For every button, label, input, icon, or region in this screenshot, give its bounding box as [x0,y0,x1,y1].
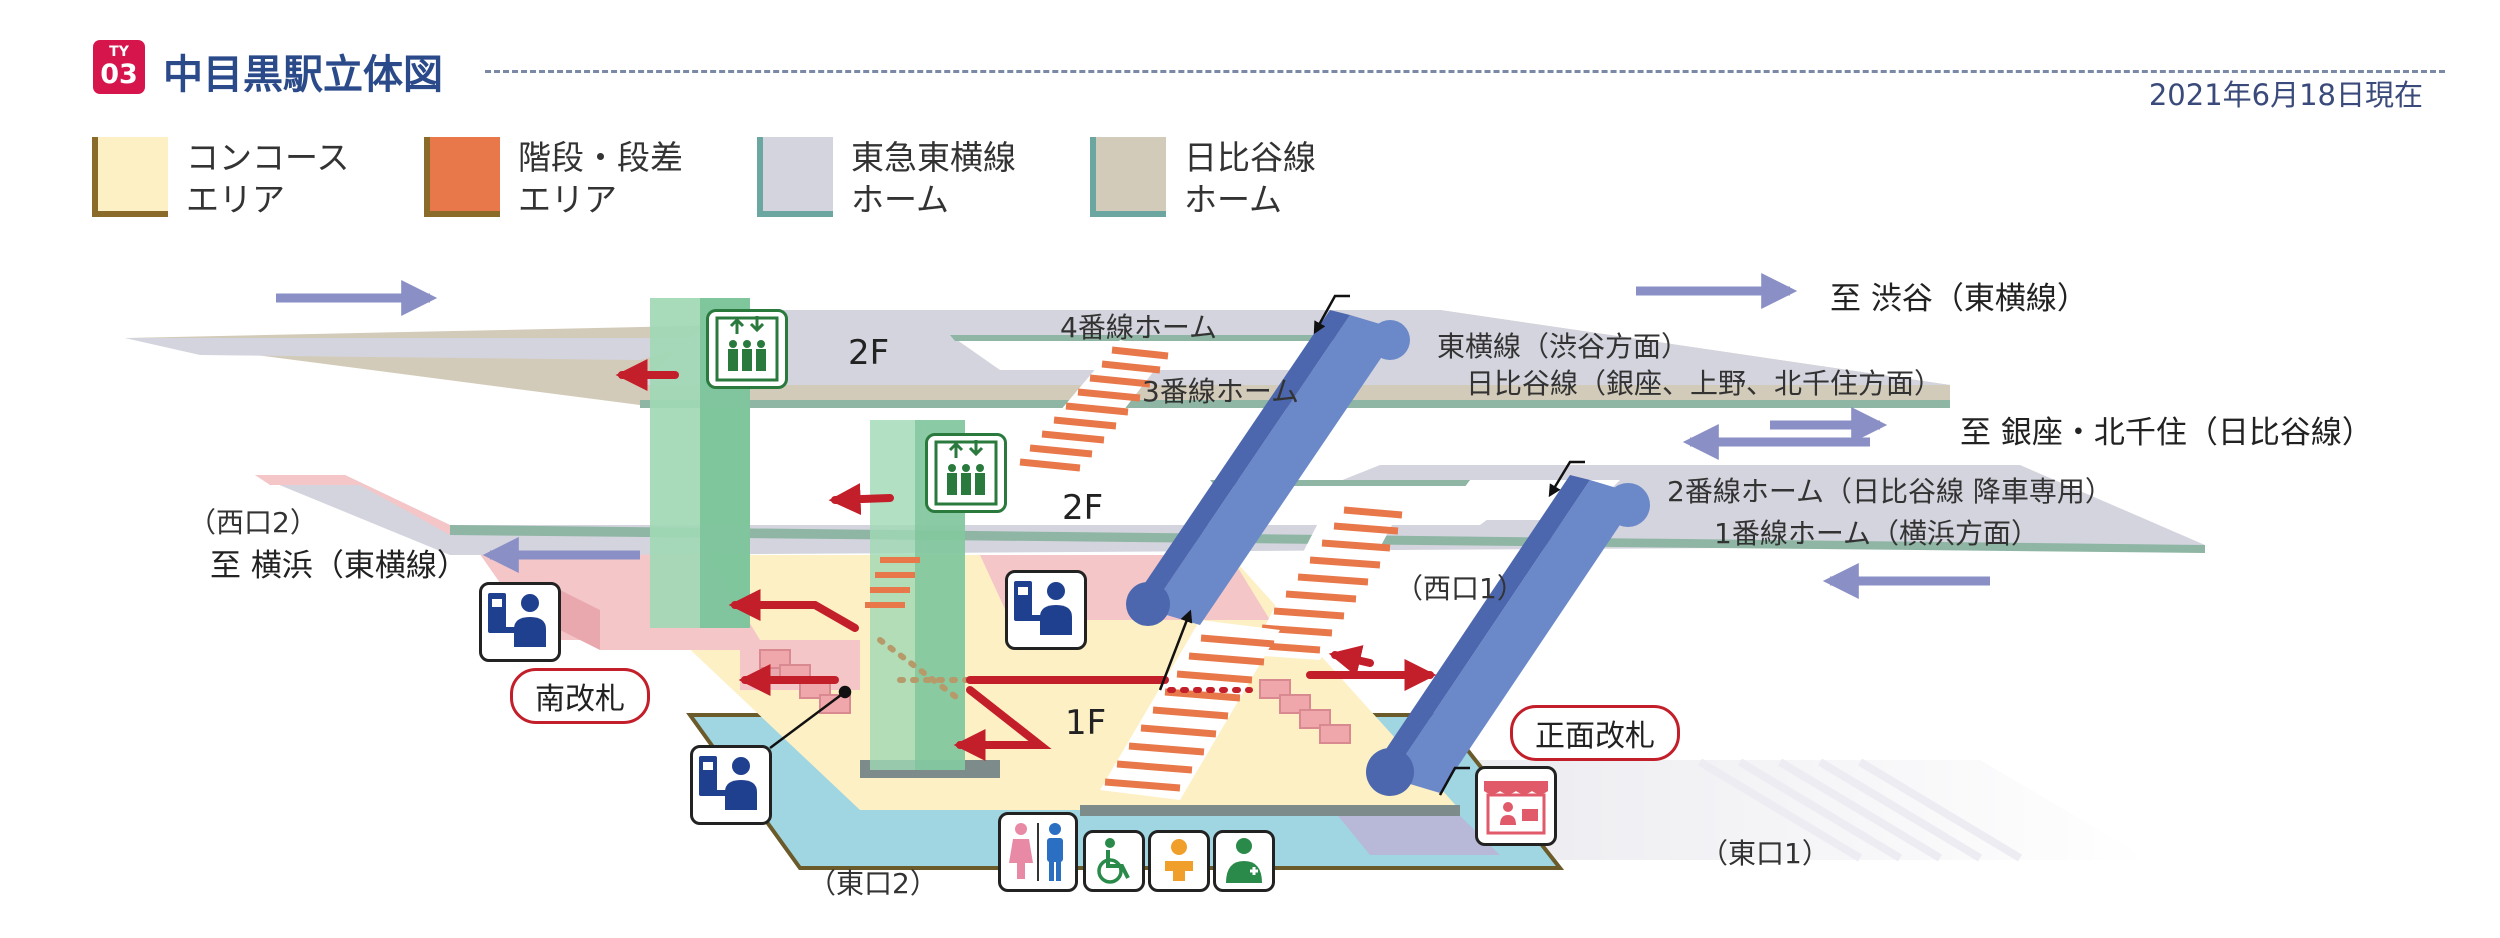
east-exit-2-label: （東口2） [808,867,938,900]
upper-platform [125,310,1950,408]
floor-label-upper: 2F [848,333,890,373]
platform-3-label: 3番線ホーム [1142,375,1299,408]
legend-swatch-stairs [424,137,500,217]
platform-1-label: 1番線ホーム（横浜方面） [1714,517,2039,550]
destination-ginza: 至 銀座・北千住（日比谷線） [1960,415,2373,451]
ticket-office-icon [1005,570,1087,650]
platform-2-label: 2番線ホーム（日比谷線 降車専用） [1667,475,2113,508]
east-exit-1-label: （東口1） [1700,837,1830,870]
first-aid-icon [1213,830,1275,892]
elevator-icon [925,433,1007,513]
floor-label-lower: 2F [1062,488,1104,528]
red-steps [759,649,1351,744]
legend-label: ホーム [851,180,950,219]
south-gate-label: 南改札 [510,668,650,724]
main-gate-label: 正面改札 [1510,705,1680,761]
pointer-arrows [769,294,1585,796]
escalator-lower [1366,475,1650,796]
dotted-paths [877,637,1253,703]
ticket-office-icon [690,745,772,825]
ground-shadow [1360,758,2150,862]
shop-icon [1475,766,1557,846]
escalator-upper [1126,310,1410,626]
legend-label: 階段・段差 [518,138,683,177]
stairs-west-small [865,557,920,608]
stairs-upper [1010,340,1170,480]
legend-swatch-hibiya [1090,137,1166,217]
route-arrows [615,359,1437,761]
restroom-icon [998,812,1078,892]
legend-label: エリア [518,180,617,219]
ticket-office-icon [479,582,561,662]
direction-arrows [276,273,1990,599]
title-divider [485,70,2445,73]
stairs-lower-front [1100,620,1280,800]
page-title: 中目黒駅立体図 [163,52,443,98]
legend-label: コンコース [186,138,350,177]
elevator-icon [706,309,788,389]
legend-label: エリア [186,180,285,219]
baby-care-icon [1148,830,1210,892]
legend-label: 東急東横線 [851,138,1016,177]
line-badge: TY 03 [93,40,145,94]
destination-yokohama: 至 横浜（東横線） [210,548,468,584]
destination-shibuya: 至 渋谷（東横線） [1830,281,2088,317]
line-number: 03 [100,59,138,90]
legend-label: ホーム [1184,180,1283,219]
legend-label: 日比谷線 [1184,138,1316,177]
date-note: 2021年6月18日現在 [2148,78,2423,112]
floor-label-ground: 1F [1065,703,1107,743]
stairs-lower-center [1249,500,1403,660]
hibiya-direction-label: 日比谷線（銀座、上野、北千住方面） [1466,367,1943,400]
legend-swatch-concourse [92,137,168,217]
wheelchair-icon [1083,830,1145,892]
line-code: TY [109,44,129,60]
platform-4-label: 4番線ホーム [1060,311,1217,344]
toyoko-direction-label: 東横線（渋谷方面） [1437,330,1690,363]
west-exit-2-label: （西口2） [188,506,318,539]
west-exit-1-label: （西口1） [1395,572,1525,605]
legend-swatch-toyoko [757,137,833,217]
